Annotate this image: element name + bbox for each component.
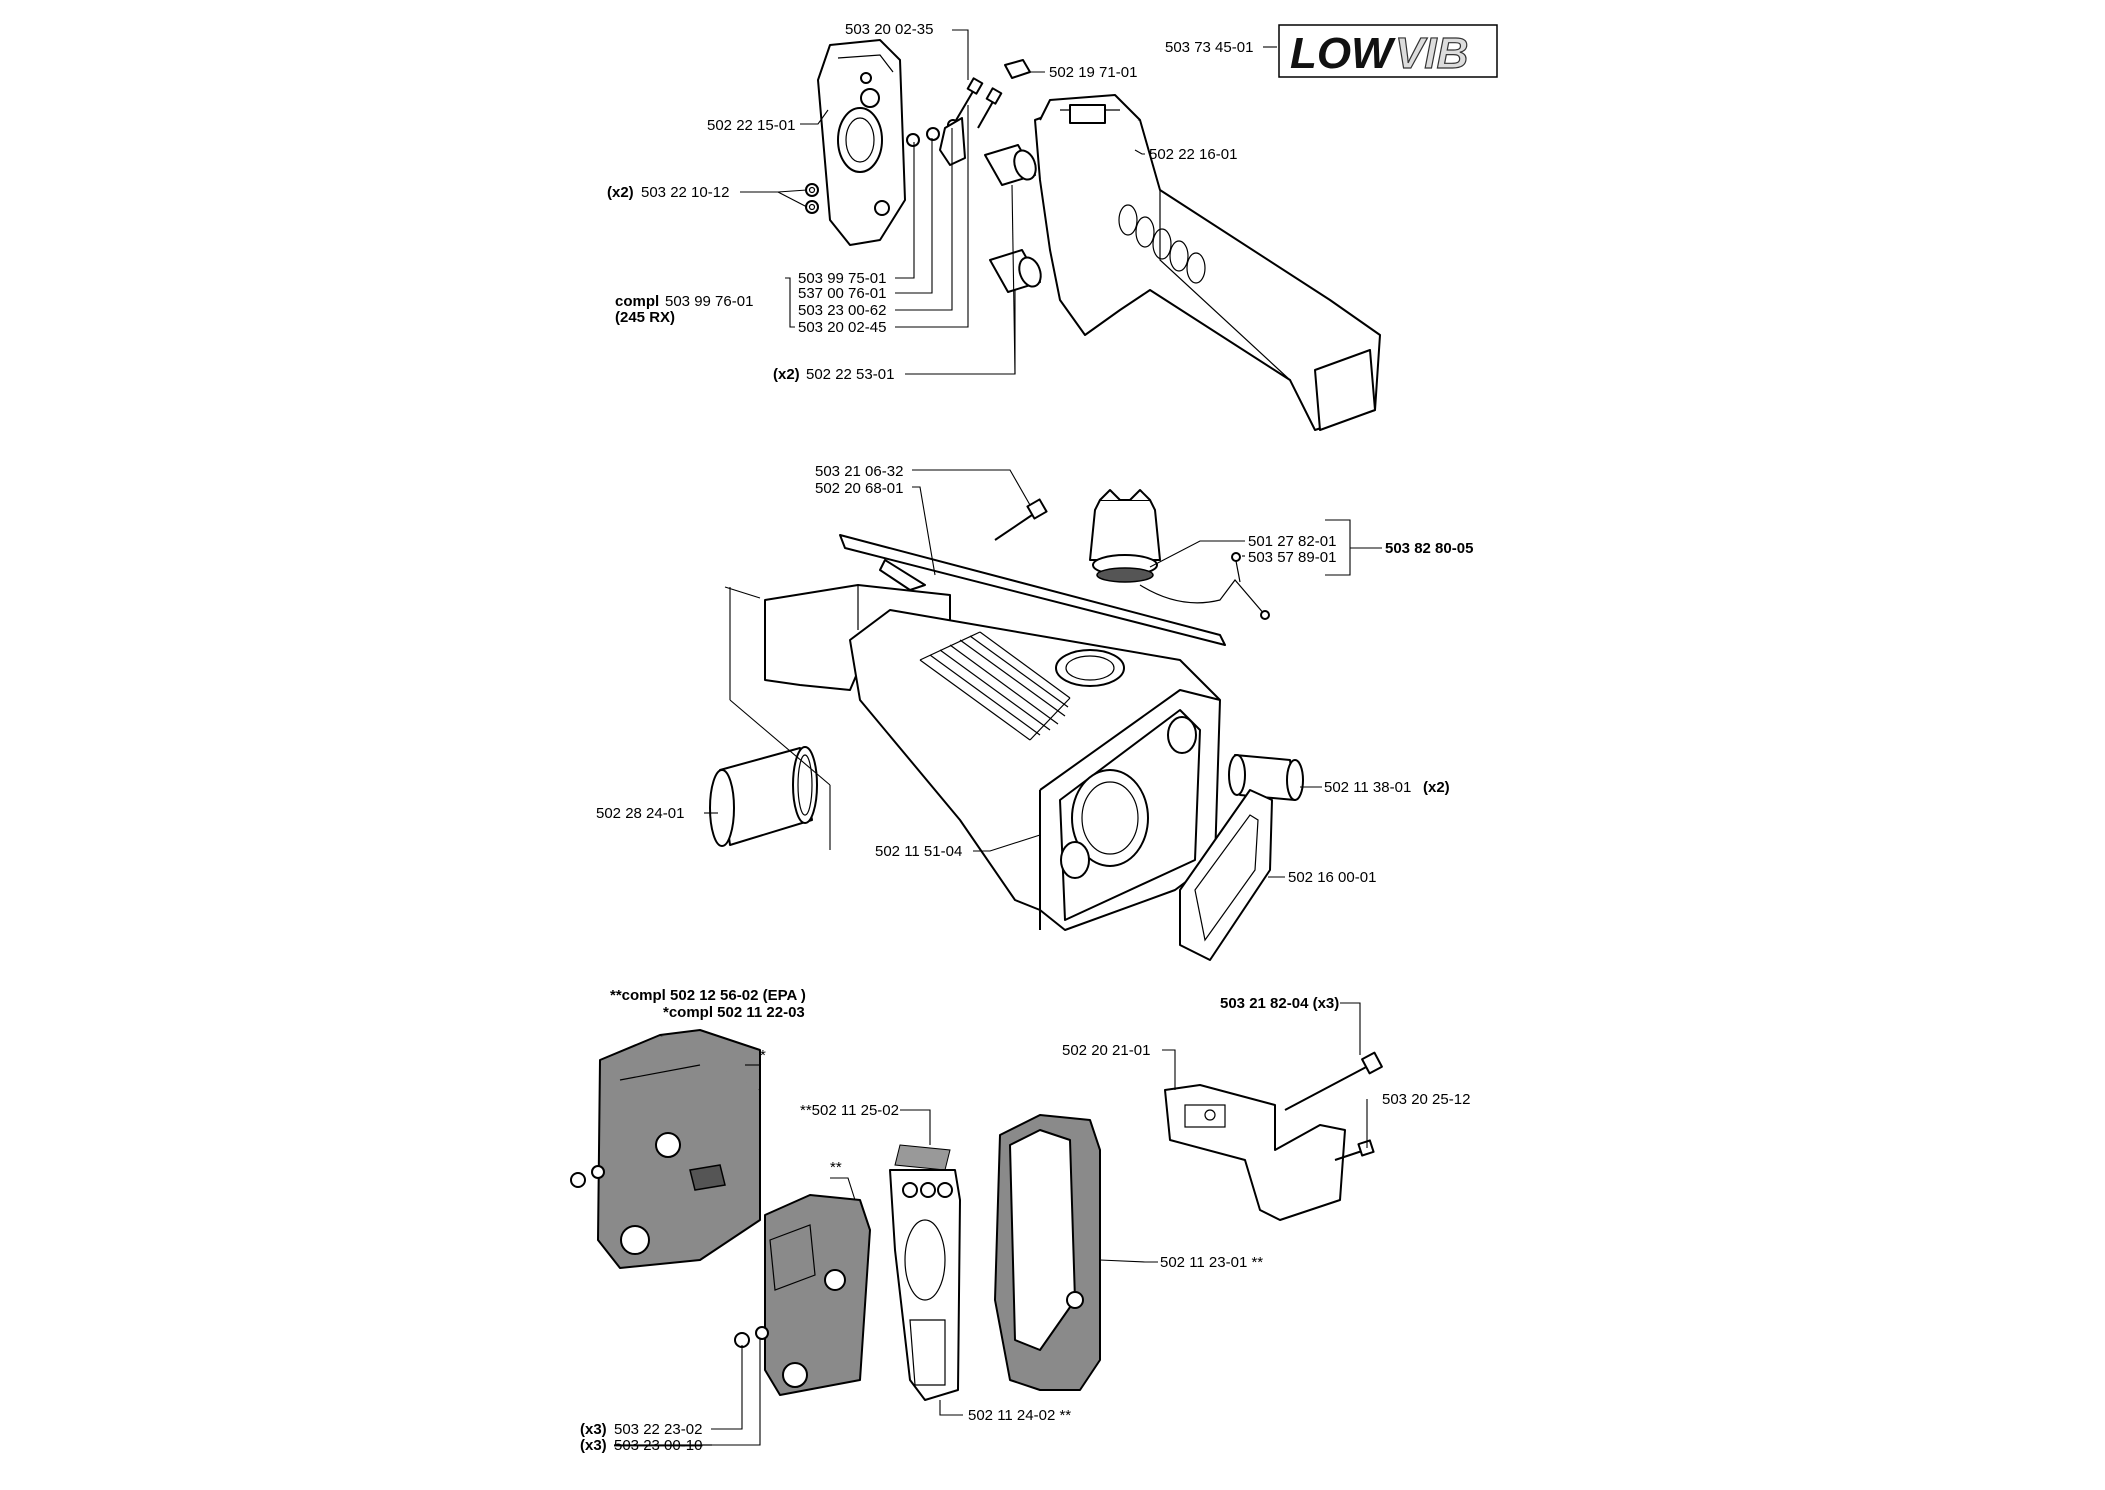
label-503-82-80-05: 503 82 80-05 — [1385, 540, 1473, 557]
leader-lines-top — [740, 29, 1145, 375]
label-502-22-16-01: 502 22 16-01 — [1149, 146, 1237, 163]
label-503-20-02-35: 503 20 02-35 — [845, 21, 933, 38]
label-model-245rx: (245 RX) — [615, 309, 675, 326]
label-502-28-24-01: 502 28 24-01 — [596, 805, 684, 822]
spark-arrestor-screen — [894, 1144, 951, 1171]
lowvib-logo: 503 73 45-01 LOW VIB — [1165, 24, 1498, 79]
rubber-buffers — [984, 144, 1042, 293]
leader-lines-bottom — [711, 1002, 1368, 1446]
damper-bracket-plate — [817, 39, 906, 246]
bottom-section: **compl 502 12 56-02 (EPA ) *compl 502 1… — [570, 987, 1470, 1454]
label-502-22-53-01: 502 22 53-01 — [806, 366, 894, 383]
muffler-body — [994, 1114, 1101, 1391]
logo-vib: VIB — [1395, 29, 1468, 78]
label-503-73-45-01: 503 73 45-01 — [1165, 39, 1253, 56]
label-compl-std: *compl 502 11 22-03 — [663, 1004, 805, 1021]
handle-tube-holder — [1034, 94, 1381, 431]
label-qty-x2-middle: (x2) — [1423, 779, 1450, 796]
label-503-20-25-12: 503 20 25-12 — [1382, 1091, 1470, 1108]
fuel-cap — [1089, 489, 1161, 583]
muffler-plate — [889, 1169, 961, 1401]
tank-buffer — [1228, 754, 1304, 801]
label-537-00-76-01: 537 00 76-01 — [798, 285, 886, 302]
label-502-11-23-01: 502 11 23-01 ** — [1160, 1254, 1263, 1271]
label-502-20-21-01: 502 20 21-01 — [1062, 1042, 1150, 1059]
tank-gasket — [1179, 789, 1273, 961]
label-502-11-25-02: **502 11 25-02 — [800, 1102, 899, 1119]
label-compl-prefix: compl — [615, 293, 659, 310]
label-star-single: * — [760, 1047, 766, 1064]
muffler-standard — [734, 1194, 871, 1396]
label-503-22-23-02: 503 22 23-02 — [614, 1421, 702, 1438]
top-section: 503 20 02-35 502 19 71-01 502 22 15-01 5… — [607, 21, 1381, 431]
label-compl-epa: **compl 502 12 56-02 (EPA ) — [610, 987, 806, 1004]
screws-top — [906, 77, 1003, 166]
strap-screw — [994, 498, 1048, 541]
label-503-23-00-62: 503 23 00-62 — [798, 302, 886, 319]
rubber-ring — [709, 746, 818, 847]
fuel-vent — [1139, 552, 1270, 620]
label-502-11-24-02: 502 11 24-02 ** — [968, 1407, 1071, 1424]
middle-section: 503 21 06-32 502 20 68-01 501 27 82-01 5… — [596, 463, 1473, 961]
label-502-11-51-04: 502 11 51-04 — [875, 843, 962, 860]
leader-lines-middle — [704, 469, 1382, 878]
label-502-11-38-01: 502 11 38-01 — [1324, 779, 1411, 796]
label-501-27-82-01: 501 27 82-01 — [1248, 533, 1336, 550]
muffler-bracket — [1164, 1051, 1383, 1221]
grip-slots — [1118, 204, 1206, 284]
label-502-22-15-01: 502 22 15-01 — [707, 117, 795, 134]
label-qty-x2-a: (x2) — [607, 184, 634, 201]
fuel-tank — [764, 584, 1221, 931]
small-insert — [1004, 59, 1031, 79]
label-503-20-02-45: 503 20 02-45 — [798, 319, 886, 336]
label-502-16-00-01: 502 16 00-01 — [1288, 869, 1376, 886]
label-503-22-10-12: 503 22 10-12 — [641, 184, 729, 201]
tank-strap — [839, 534, 1226, 646]
label-503-21-06-32: 503 21 06-32 — [815, 463, 903, 480]
label-503-99-75-01: 503 99 75-01 — [798, 270, 886, 287]
muffler-epa — [570, 1029, 761, 1269]
label-503-21-82-04: 503 21 82-04 (x3) — [1220, 995, 1339, 1012]
label-503-99-76-01: 503 99 76-01 — [665, 293, 753, 310]
nuts-x2 — [805, 183, 819, 214]
label-qty-x2-b: (x2) — [773, 366, 800, 383]
label-star-double: ** — [830, 1159, 842, 1176]
logo-low: LOW — [1290, 29, 1396, 78]
label-qty-x3-b: (x3) — [580, 1437, 607, 1454]
label-qty-x3-a: (x3) — [580, 1421, 607, 1438]
label-503-57-89-01: 503 57 89-01 — [1248, 549, 1336, 566]
tank-ribs — [919, 631, 1071, 741]
label-502-20-68-01: 502 20 68-01 — [815, 480, 903, 497]
label-502-19-71-01: 502 19 71-01 — [1049, 64, 1137, 81]
